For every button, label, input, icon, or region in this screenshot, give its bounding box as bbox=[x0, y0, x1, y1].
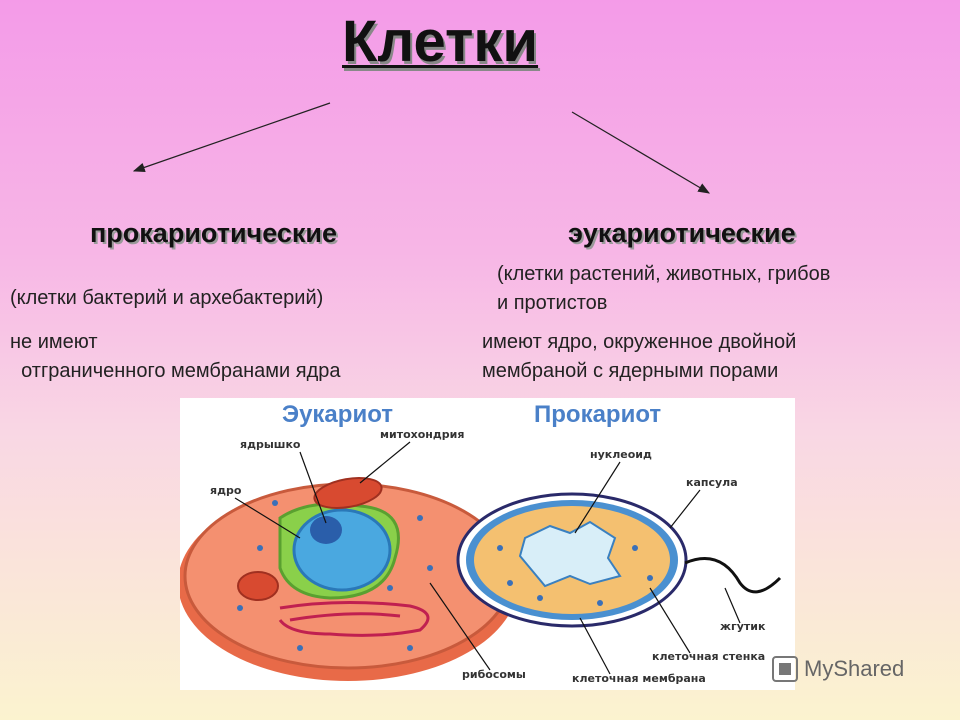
arrow-left bbox=[132, 102, 331, 172]
label-capsule: капсула bbox=[686, 476, 738, 489]
label-cell-wall: клеточная стенка bbox=[652, 650, 765, 663]
prokaryotic-description: не имеют отграниченного мембранами ядра bbox=[10, 331, 341, 382]
label-nucleus: ядро bbox=[210, 484, 242, 497]
label-mitochondria: митохондрия bbox=[380, 428, 464, 441]
prokaryote-cell bbox=[456, 492, 782, 628]
watermark-text: MyShared bbox=[804, 656, 905, 681]
watermark: MyShared bbox=[772, 656, 904, 682]
arrow-right bbox=[571, 111, 711, 194]
eukaryote-cell bbox=[180, 477, 518, 681]
label-ribosomes: рибосомы bbox=[462, 668, 526, 681]
label-nucleolus: ядрышко bbox=[240, 438, 301, 451]
eukaryotic-heading: эукариотические bbox=[568, 218, 796, 248]
eukaryotic-subtitle: (клетки растений, животных, грибов и про… bbox=[497, 263, 831, 314]
leader-lines bbox=[234, 441, 741, 675]
label-flagellum: жгутик bbox=[720, 620, 766, 633]
myshared-logo-icon bbox=[772, 656, 798, 682]
label-cell-membrane: клеточная мембрана bbox=[572, 672, 706, 685]
label-nucleoid: нуклеоид bbox=[590, 448, 652, 461]
eukaryotic-description: имеют ядро, окруженное двойной мембраной… bbox=[482, 331, 797, 382]
prokaryote-title: Прокариот bbox=[534, 401, 661, 428]
cell-comparison-figure: Эукариот Прокариот ядрышко митохондрия я… bbox=[180, 398, 795, 690]
prokaryotic-heading: прокариотические bbox=[90, 218, 338, 248]
cell-diagram: Эукариот Прокариот ядрышко митохондрия я… bbox=[180, 401, 782, 685]
prokaryotic-subtitle: (клетки бактерий и архебактерий) bbox=[10, 287, 324, 309]
slide-title: Клетки bbox=[342, 9, 539, 74]
eukaryote-title: Эукариот bbox=[282, 401, 393, 428]
